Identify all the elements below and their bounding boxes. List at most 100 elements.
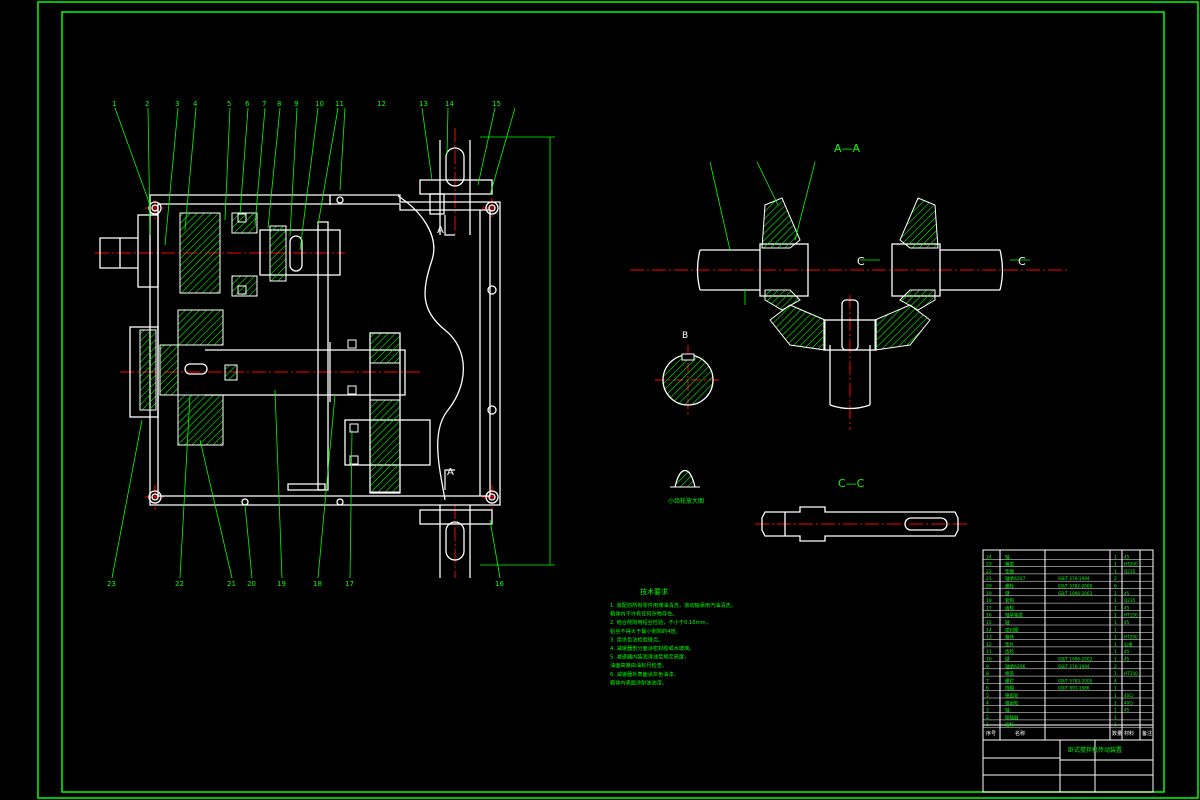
bearings [237,213,359,465]
bom-row-number: 11 [986,649,992,655]
bom-row-material: HT150 [1124,671,1138,676]
part-label: 16 [495,580,504,588]
bom-row-material: 40Cr [1124,693,1134,698]
section-aa-view: A—A C C [630,142,1070,430]
tech-note-line: 铅丝不得大于最小侧隙的4倍。 [610,627,681,635]
bom-row-name: 箱盖 [1005,561,1014,568]
bom-row-qty: 1 [1114,708,1117,714]
tech-note-line: 箱体内不许有任何杂物存在。 [610,610,677,618]
bom-row-qty: 1 [1114,591,1117,597]
bom-row-standard: GB/T 276-1994 [1058,664,1090,669]
bom-row-number: 16 [986,613,992,619]
bom-row-name: 轴承端盖 [1005,612,1023,619]
bom-row-qty: 1 [1114,649,1117,655]
section-mark-c-right: C [1018,255,1026,268]
part-label: 23 [107,580,116,588]
part-label: 7 [262,100,266,108]
section-cc-title: C—C [838,477,865,490]
hatched-sections [139,212,401,493]
bom-headers: 序号名称数量材料备注 [986,730,1152,737]
drawing-name: 卧式搅拌机传动装置 [1068,746,1122,754]
tooth-profile-label: 小齿轮放大图 [668,497,704,505]
part-label: 2 [145,100,149,108]
part-label: 8 [277,100,281,108]
bom-row-qty: 1 [1114,620,1117,626]
leader-lines [111,107,555,579]
bom-row-material: HT200 [1124,635,1138,640]
bom-row-number: 24 [986,554,992,560]
bom-row-standard: GB/T 1096-2003 [1058,591,1093,596]
part-label: 3 [175,100,179,108]
bom-row-number: 8 [986,671,989,677]
part-label: 1 [112,100,116,108]
part-label: 21 [227,580,236,588]
bom-row-name: 齿轮 [1005,648,1014,655]
bom-row-name: 键 [1005,590,1010,597]
sheet-frame [37,1,1199,799]
bom-row-number: 20 [986,584,992,590]
bom-row-number: 5 [986,693,989,699]
bom-row-material: 40Cr [1124,700,1134,705]
bom-row-material: 45 [1124,554,1130,559]
tech-note-line: 3. 用涂色法检验斑点。 [610,635,663,643]
bom-row-qty: 1 [1114,554,1117,560]
bom-header: 备注 [1142,730,1152,737]
part-label: 5 [227,100,231,108]
bom-row-number: 18 [986,598,992,604]
bom-row-material: 45 [1124,605,1130,610]
bom-row-number: 17 [986,605,992,611]
bom-row-qty: 1 [1114,657,1117,663]
bom-row-name: 密封圈 [1005,626,1019,633]
bom-row-number: 7 [986,678,989,684]
bom-row-number: 21 [986,576,992,582]
bom-row-number: 15 [986,620,992,626]
bom-row-material: 45 [1124,708,1130,713]
part-label: 12 [377,100,386,108]
technical-notes: 技术要求 1. 装配前所有零件用煤油清洗，滚动轴承用汽油清洗，箱体内不许有任何杂… [610,587,736,686]
aa-bevel-gears [761,197,939,351]
bom-row-qty: 2 [1114,576,1117,582]
tech-note-line: 箱体内表面涂耐油油漆。 [610,678,667,686]
bom-row-name: 箱体 [1005,634,1014,641]
bom-row-name: 端盖 [1005,670,1014,677]
bom-row-name: 锥齿轮 [1005,699,1019,706]
bom-row-qty: 1 [1114,627,1117,633]
part-label: 17 [345,580,354,588]
tech-notes-title: 技术要求 [640,587,668,596]
part-label: 19 [277,580,286,588]
bom-row-name: 轴 [1005,707,1010,714]
section-mark-a-bottom: A [447,467,454,478]
bom-header: 数量 [1112,730,1122,737]
bom-row-qty: 1 [1114,642,1117,648]
part-label: 18 [313,580,322,588]
gearbox-housing [99,140,501,578]
part-label: 15 [492,100,501,108]
part-label: 13 [419,100,428,108]
bom-row-number: 13 [986,635,992,641]
bom-row-material: 45 [1124,649,1130,654]
bom-row-number: 14 [986,627,992,633]
bom-row-number: 19 [986,591,992,597]
bom-row-name: 螺钉 [1005,677,1014,684]
bom-row-number: 9 [986,664,989,670]
bom-row-material: 石棉 [1124,641,1132,648]
bom-row-qty: 1 [1114,700,1117,706]
part-label: 9 [294,100,298,108]
aa-centerlines [630,269,1070,430]
bom-row-standard: GB/T 5783-2000 [1058,678,1093,683]
bom-row-standard: GB/T 891-1986 [1058,686,1090,691]
tech-note-line: 2. 啮合侧隙用铅丝检验，不小于0.16mm， [610,618,711,626]
tech-note-line: 1. 装配前所有零件用煤油清洗，滚动轴承用汽油清洗， [610,601,736,609]
bom-header: 材料 [1124,730,1134,737]
tech-note-line: 4. 减速器剖分面涂密封胶或水玻璃。 [610,644,694,652]
bom-row-name: 轴 [1005,553,1010,560]
bom-row-qty: 1 [1114,613,1117,619]
bom-row-number: 1 [986,722,989,728]
bom-row-standard: GB/T 1096-2003 [1058,657,1093,662]
keyway-label: B [682,331,688,341]
tech-note-line: 6. 减速器外表面涂灰色油漆， [610,670,679,678]
tech-notes-lines: 1. 装配前所有零件用煤油清洗，滚动轴承用汽油清洗，箱体内不许有任何杂物存在。2… [610,601,736,686]
